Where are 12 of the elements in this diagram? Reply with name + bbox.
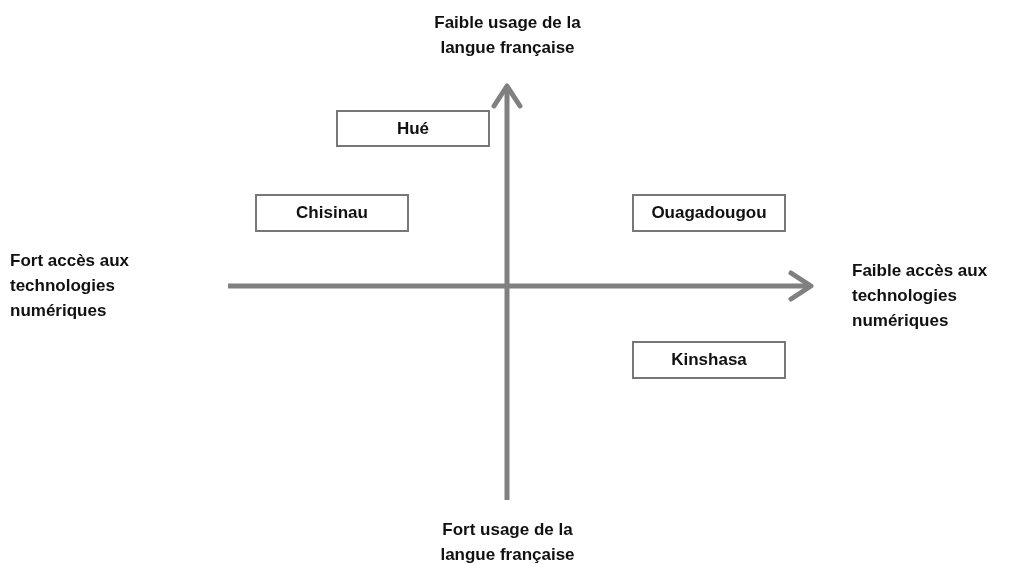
city-name: Ouagadougou bbox=[651, 203, 767, 223]
city-box bbox=[632, 194, 786, 232]
city-name: Chisinau bbox=[296, 203, 368, 223]
axis-label: Faible usage de la langue française bbox=[433, 12, 582, 59]
city-box bbox=[255, 194, 409, 232]
city-box bbox=[632, 341, 786, 379]
city-box bbox=[336, 110, 490, 147]
city-name: Hué bbox=[396, 118, 430, 139]
axis-label: Faible accès aux technologies numériques bbox=[852, 260, 989, 332]
axis-label: Fort accès aux technologies numériques bbox=[10, 250, 131, 322]
axis-label: Fort usage de la langue française bbox=[439, 519, 576, 564]
city-name: Kinshasa bbox=[671, 350, 747, 370]
